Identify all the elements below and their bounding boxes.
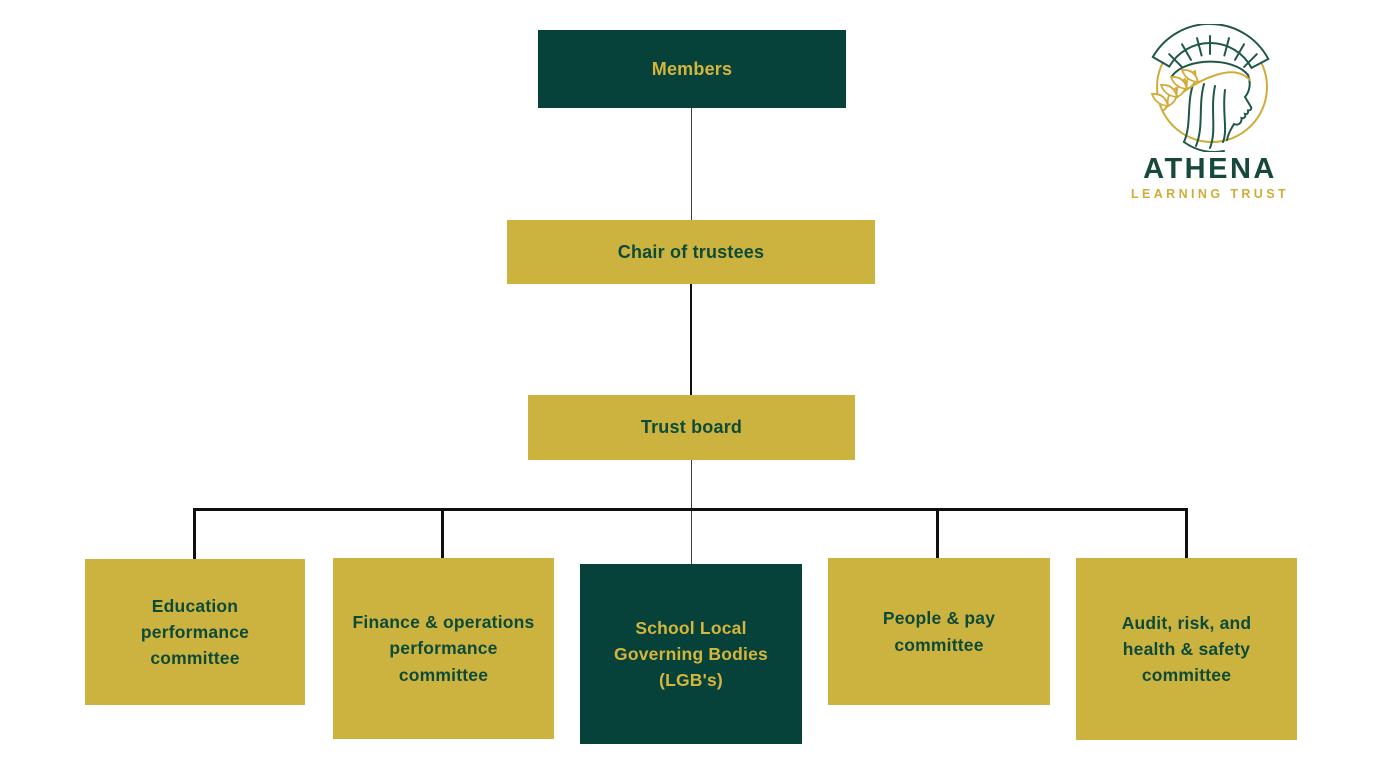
org-node-finance-operations-performance-committee: Finance & operations performance committ… [333,558,554,739]
org-node-school-local-governing-bodies: School Local Governing Bodies (LGB's) [580,564,802,744]
connector-chair-trust-board [690,284,692,395]
connector-horizontal-rail [193,508,1188,511]
connector-members-chair [691,108,692,221]
connector-trust-board-lgb [691,460,692,564]
org-node-trust-board: Trust board [528,395,855,460]
org-node-people-pay-committee: People & pay committee [828,558,1050,705]
org-node-chair-of-trustees: Chair of trustees [507,220,875,284]
org-node-audit-risk-health-safety-committee: Audit, risk, and health & safety committ… [1076,558,1297,740]
connector-branch-finance [441,508,444,559]
brand-subtitle: LEARNING TRUST [1130,187,1289,202]
org-node-members: Members [538,30,846,108]
athena-learning-trust-logo: ATHENA LEARNING TRUST [1128,24,1292,201]
brand-name: ATHENA [1143,153,1277,185]
connector-branch-education [193,508,196,560]
org-node-education-performance-committee: Education performance committee [85,559,305,705]
connector-branch-people [936,508,939,559]
athena-helmet-emblem [1150,24,1270,152]
connector-branch-audit [1185,508,1188,559]
